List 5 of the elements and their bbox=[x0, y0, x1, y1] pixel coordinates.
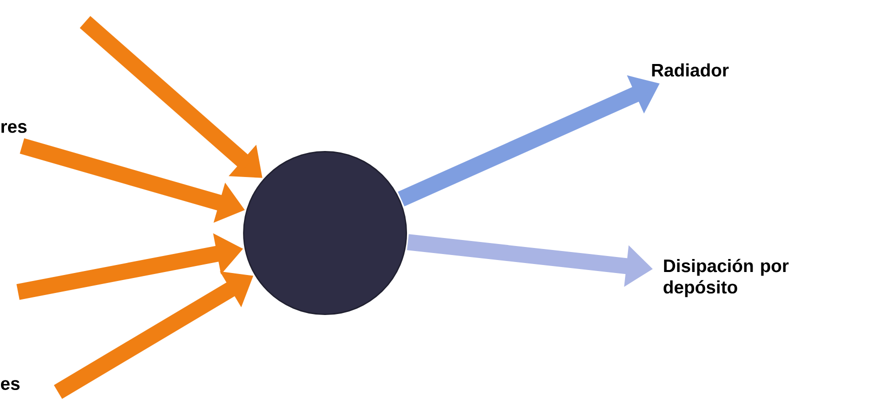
text-label: res bbox=[1, 123, 27, 133]
text-label: Disipación por depósito bbox=[664, 258, 789, 298]
text-label: es bbox=[0, 380, 20, 390]
text-label: Radiador bbox=[652, 63, 729, 77]
circle-shape bbox=[243, 151, 408, 316]
